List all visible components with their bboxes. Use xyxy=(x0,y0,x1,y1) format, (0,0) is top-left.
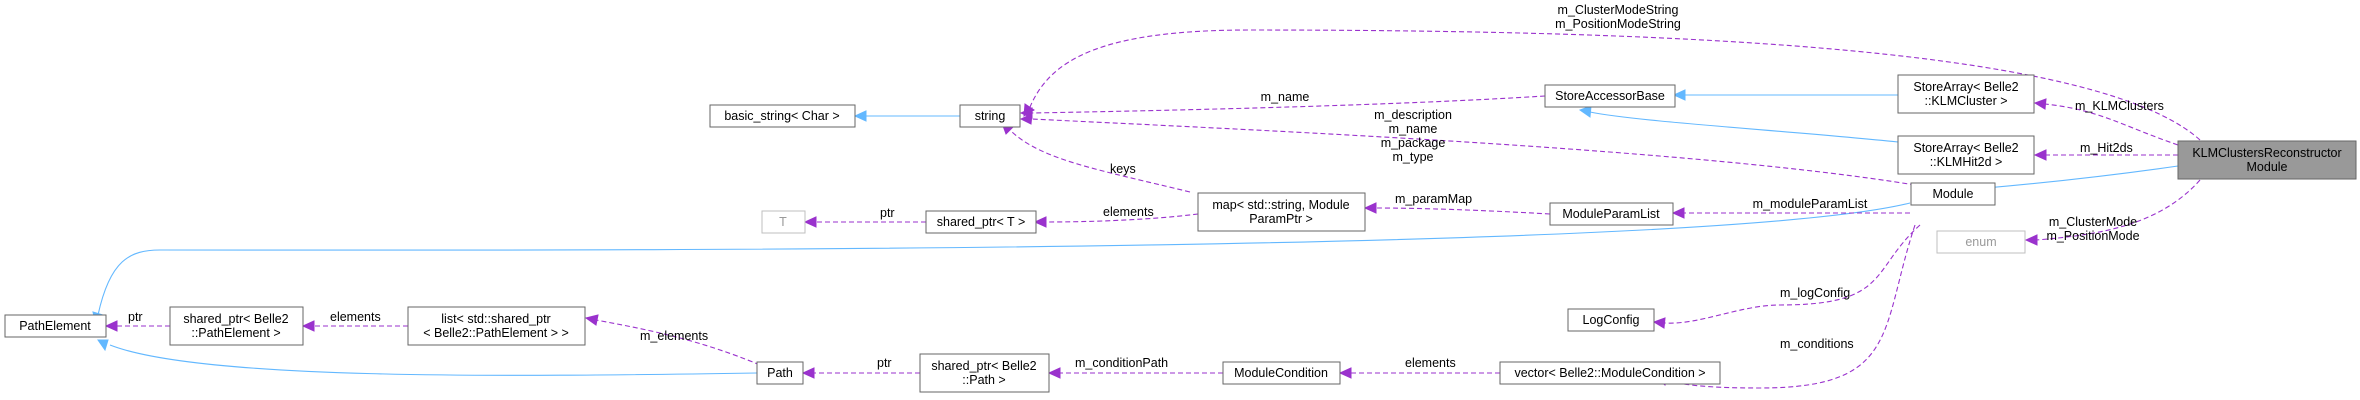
edge-label-m-description: m_description xyxy=(1374,108,1452,122)
svg-text:shared_ptr< T >: shared_ptr< T > xyxy=(937,215,1026,229)
edge-label-elements-map: elements xyxy=(1103,205,1154,219)
edge-assoc-map-sharedptr-t: elements xyxy=(1033,205,1199,228)
edge-assoc-module-logconfig: m_logConfig xyxy=(1652,224,1921,329)
node-klmclustersreconstructormodule[interactable]: KLMClustersReconstructor Module xyxy=(2177,140,2357,180)
node-list-pathelement[interactable]: list< std::shared_ptr < Belle2::PathElem… xyxy=(407,306,586,346)
edge-label-m-hit2ds: m_Hit2ds xyxy=(2080,141,2133,155)
edge-assoc-vector-modulecondition: elements xyxy=(1338,356,1500,379)
node-basic-string[interactable]: basic_string< Char > xyxy=(709,104,856,128)
node-t[interactable]: T xyxy=(761,210,806,234)
edge-label-m-clustermodestring: m_ClusterModeString xyxy=(1558,3,1679,17)
svg-text:StoreArray< Belle2: StoreArray< Belle2 xyxy=(1913,141,2018,155)
edge-assoc-sharedptr-t-t: ptr xyxy=(803,206,926,228)
svg-text:list< std::shared_ptr: list< std::shared_ptr xyxy=(441,312,550,326)
edge-assoc-sharedptr-pathelement-pathelement: ptr xyxy=(104,310,170,332)
edge-assoc-path-list: m_elements xyxy=(584,314,761,366)
node-path[interactable]: Path xyxy=(756,361,804,385)
edge-assoc-modulecondition-sharedptr-path: m_conditionPath xyxy=(1047,356,1223,379)
node-storearray-klmhit2d[interactable]: StoreArray< Belle2 ::KLMHit2d > xyxy=(1897,135,2035,175)
edge-assoc-module-paramlist: m_moduleParamList xyxy=(1671,197,1910,219)
edge-label-m-elements: m_elements xyxy=(640,329,708,343)
edge-label-elements-vector: elements xyxy=(1405,356,1456,370)
node-logconfig[interactable]: LogConfig xyxy=(1567,308,1655,332)
node-modulecondition[interactable]: ModuleCondition xyxy=(1222,361,1341,385)
edge-label-m-package: m_package xyxy=(1381,136,1446,150)
svg-text:shared_ptr< Belle2: shared_ptr< Belle2 xyxy=(183,312,288,326)
edge-inherit-storearray-hit2d xyxy=(1578,105,1899,143)
edge-assoc-storeaccessor-string: m_name xyxy=(1019,90,1546,119)
edge-label-ptr-pathelement: ptr xyxy=(128,310,143,324)
edge-label-m-clustermode: m_ClusterMode xyxy=(2049,215,2137,229)
node-module[interactable]: Module xyxy=(1910,182,1996,206)
edge-label-m-parammap: m_paramMap xyxy=(1395,192,1472,206)
edge-assoc-map-string-keys: keys xyxy=(1001,122,1191,193)
edge-label-elements-list: elements xyxy=(330,310,381,324)
svg-text:StoreAccessorBase: StoreAccessorBase xyxy=(1555,89,1665,103)
svg-text:StoreArray< Belle2: StoreArray< Belle2 xyxy=(1913,80,2018,94)
edge-label-m-moduleparamlist: m_moduleParamList xyxy=(1753,197,1868,211)
node-moduleparamlist[interactable]: ModuleParamList xyxy=(1549,202,1674,226)
edge-assoc-klmclusters: m_KLMClusters xyxy=(2033,98,2179,146)
edge-assoc-sharedptr-path-path: ptr xyxy=(801,356,920,379)
svg-text:Module: Module xyxy=(2247,160,2288,174)
edge-assoc-cluster-mode: m_ClusterMode m_PositionMode xyxy=(2024,179,2201,246)
edge-assoc-paramlist-map: m_paramMap xyxy=(1363,192,1551,215)
edge-label-m-type: m_type xyxy=(1393,150,1434,164)
edge-label-m-klmclusters: m_KLMClusters xyxy=(2075,99,2164,113)
node-shared-ptr-t[interactable]: shared_ptr< T > xyxy=(925,210,1037,234)
edge-label-m-conditions: m_conditions xyxy=(1780,337,1854,351)
svg-text:ModuleCondition: ModuleCondition xyxy=(1234,366,1328,380)
edge-label-m-conditionpath: m_conditionPath xyxy=(1075,356,1168,370)
svg-text:::KLMHit2d >: ::KLMHit2d > xyxy=(1930,155,2003,169)
edge-assoc-cluster-mode-string: m_ClusterModeString m_PositionModeString xyxy=(1023,3,2201,141)
node-storearray-klmcluster[interactable]: StoreArray< Belle2 ::KLMCluster > xyxy=(1897,74,2035,114)
node-string[interactable]: string xyxy=(959,104,1021,128)
edge-assoc-hit2ds: m_Hit2ds xyxy=(2033,141,2178,161)
svg-text:Module: Module xyxy=(1933,187,1974,201)
edge-label-ptr-path: ptr xyxy=(877,356,892,370)
svg-text:::PathElement >: ::PathElement > xyxy=(191,326,280,340)
edge-label-m-name: m_name xyxy=(1261,90,1310,104)
edge-assoc-list-sharedptr-pathelement: elements xyxy=(301,310,408,332)
svg-text:ParamPtr >: ParamPtr > xyxy=(1249,212,1313,226)
svg-text:enum: enum xyxy=(1965,235,1996,249)
svg-text:ModuleParamList: ModuleParamList xyxy=(1562,207,1660,221)
svg-text:LogConfig: LogConfig xyxy=(1583,313,1640,327)
node-storeaccessorbase[interactable]: StoreAccessorBase xyxy=(1544,84,1676,108)
svg-text:PathElement: PathElement xyxy=(19,319,91,333)
node-shared-ptr-path[interactable]: shared_ptr< Belle2 ::Path > xyxy=(919,353,1050,393)
edge-label-m-name-module: m_name xyxy=(1389,122,1438,136)
edge-inherit-string-basic-string xyxy=(853,110,960,122)
edge-inherit-storearray-cluster xyxy=(1672,89,1898,101)
svg-text:basic_string< Char >: basic_string< Char > xyxy=(724,109,839,123)
svg-text:KLMClustersReconstructor: KLMClustersReconstructor xyxy=(2192,146,2341,160)
svg-text:shared_ptr< Belle2: shared_ptr< Belle2 xyxy=(931,359,1036,373)
svg-text:vector< Belle2::ModuleConditio: vector< Belle2::ModuleCondition > xyxy=(1514,366,1705,380)
svg-text:::Path >: ::Path > xyxy=(962,373,1005,387)
svg-text:map< std::string, Module: map< std::string, Module xyxy=(1212,198,1349,212)
edge-label-m-logconfig: m_logConfig xyxy=(1780,286,1850,300)
node-enum[interactable]: enum xyxy=(1936,230,2026,254)
node-pathelement[interactable]: PathElement xyxy=(4,314,107,338)
svg-text:::KLMCluster >: ::KLMCluster > xyxy=(1924,94,2007,108)
svg-text:< Belle2::PathElement > >: < Belle2::PathElement > > xyxy=(423,326,569,340)
edge-label-m-positionmodestring: m_PositionModeString xyxy=(1555,17,1681,31)
edge-label-m-positionmode: m_PositionMode xyxy=(2046,229,2139,243)
node-vector-modulecondition[interactable]: vector< Belle2::ModuleCondition > xyxy=(1499,361,1721,385)
svg-text:T: T xyxy=(779,215,787,229)
node-shared-ptr-pathelement[interactable]: shared_ptr< Belle2 ::PathElement > xyxy=(169,306,304,346)
edge-assoc-module-string: m_description m_name m_package m_type xyxy=(1019,108,1916,186)
svg-text:Path: Path xyxy=(767,366,793,380)
edge-label-ptr-t: ptr xyxy=(880,206,895,220)
svg-text:string: string xyxy=(975,109,1006,123)
node-map-param[interactable]: map< std::string, Module ParamPtr > xyxy=(1197,192,1366,232)
edge-label-keys: keys xyxy=(1110,162,1136,176)
edge-inherit-path-pathelement xyxy=(97,339,758,376)
